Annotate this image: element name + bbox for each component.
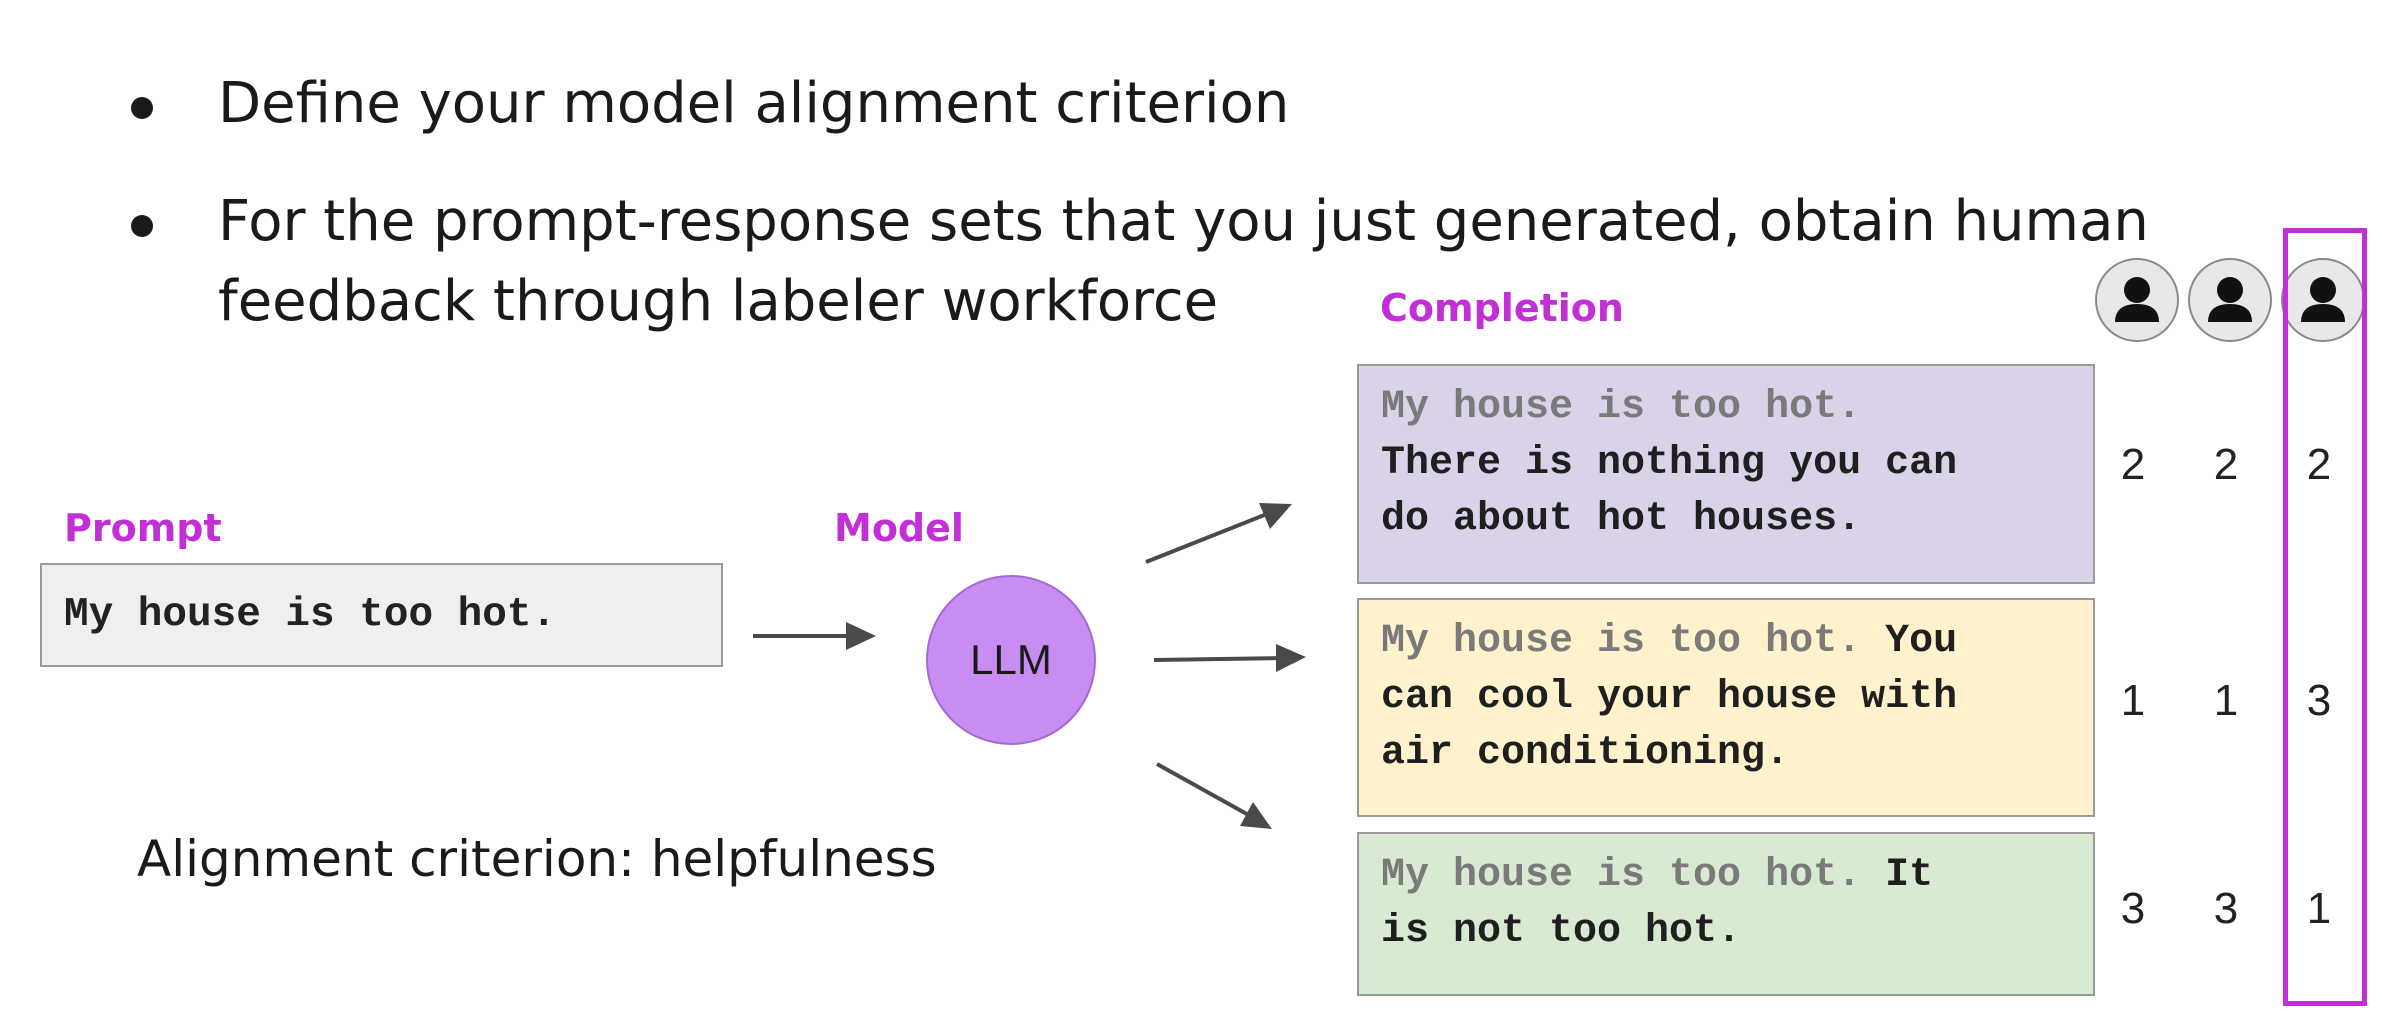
completion-prefix: My house is too hot. xyxy=(1381,385,1862,430)
score-c2-l2: 1 xyxy=(2213,676,2239,725)
bullet-text-1: Define your model alignment criterion xyxy=(218,71,1290,136)
prompt-label: Prompt xyxy=(64,506,222,550)
prompt-text: My house is too hot. xyxy=(64,592,557,638)
score-c3-l2: 3 xyxy=(2213,884,2239,933)
completion-prefix: My house is too hot. xyxy=(1381,619,1862,664)
score-c1-l1: 2 xyxy=(2120,440,2146,489)
person-icon xyxy=(2115,277,2159,322)
labeler-avatar-3 xyxy=(2281,258,2365,342)
llm-node: LLM xyxy=(926,575,1096,745)
person-icon xyxy=(2208,277,2252,322)
prompt-box: My house is too hot. xyxy=(40,563,723,667)
labeler-avatar-2 xyxy=(2188,258,2272,342)
labeler-avatar-1 xyxy=(2095,258,2179,342)
arrow-prompt-to-model xyxy=(753,622,876,650)
score-c2-l1: 1 xyxy=(2120,676,2146,725)
bullet-dot-2 xyxy=(131,215,153,237)
model-label: Model xyxy=(834,506,964,550)
arrow-model-to-completion-2 xyxy=(1153,644,1306,672)
completion-text: There is nothing you can do about hot ho… xyxy=(1381,441,1958,542)
score-c1-l3: 2 xyxy=(2306,440,2332,489)
score-c3-l3: 1 xyxy=(2306,884,2332,933)
score-c2-l3: 3 xyxy=(2306,676,2332,725)
score-c3-l1: 3 xyxy=(2120,884,2146,933)
labeler-3-highlight xyxy=(2283,228,2367,1006)
person-icon xyxy=(2301,277,2345,322)
bullet-text-2: For the prompt-response sets that you ju… xyxy=(218,189,2149,254)
completion-text: You can cool your house with air conditi… xyxy=(1381,619,1958,776)
completion-prefix: My house is too hot. xyxy=(1381,853,1862,898)
alignment-criterion: Alignment criterion: helpfulness xyxy=(137,830,937,888)
bullet-text-3: feedback through labeler workforce xyxy=(218,269,1219,334)
completion-label: Completion xyxy=(1380,286,1624,330)
bullet-dot-1 xyxy=(131,97,153,119)
completion-box-1: My house is too hot. There is nothing yo… xyxy=(1357,364,2095,584)
score-c1-l2: 2 xyxy=(2213,440,2239,489)
arrow-model-to-completion-1 xyxy=(1145,503,1292,564)
completion-box-3: My house is too hot. It is not too hot. xyxy=(1357,832,2095,996)
completion-box-2: My house is too hot. You can cool your h… xyxy=(1357,598,2095,817)
llm-label: LLM xyxy=(970,636,1052,683)
arrow-model-to-completion-3 xyxy=(1156,762,1272,829)
completion-text: It is not too hot. xyxy=(1381,853,1934,954)
